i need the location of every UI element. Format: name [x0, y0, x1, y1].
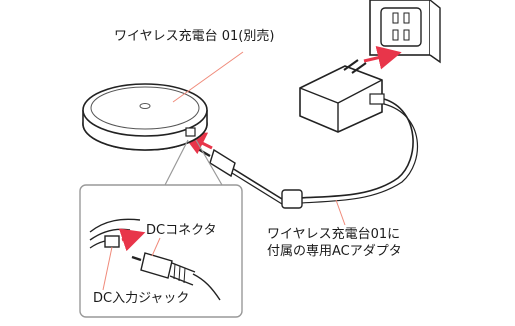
charger-title-label: ワイヤレス充電台 01(別売): [114, 29, 275, 44]
dc-connector-label: DCコネクタ: [146, 223, 217, 238]
inset-box: [79, 184, 243, 318]
adapter-label-line1: ワイヤレス充電台01に: [267, 227, 401, 242]
wireless-charger: [82, 83, 208, 151]
adapter-leader: [335, 199, 346, 226]
plug-arrow: [363, 46, 402, 70]
inset-arrow: [118, 228, 146, 252]
dc-input-jack: [104, 235, 120, 248]
wall-outlet: [369, 0, 441, 64]
adapter-label-line2: 付属の専用ACアダプタ: [267, 244, 402, 259]
ferrite-core: [281, 189, 303, 209]
inset-dc-connector: [140, 252, 173, 279]
connector-leader: [151, 237, 161, 257]
dc-plug: [209, 148, 236, 178]
inset-illustration: [89, 218, 221, 301]
jack-leader: [102, 246, 113, 291]
ac-adapter: [299, 59, 385, 133]
dc-cable: [231, 167, 283, 200]
dc-jack-label: DC入力ジャック: [93, 291, 190, 306]
zoom-connector: [164, 139, 223, 186]
charger-leader: [172, 51, 244, 103]
charger-port: [185, 127, 196, 137]
